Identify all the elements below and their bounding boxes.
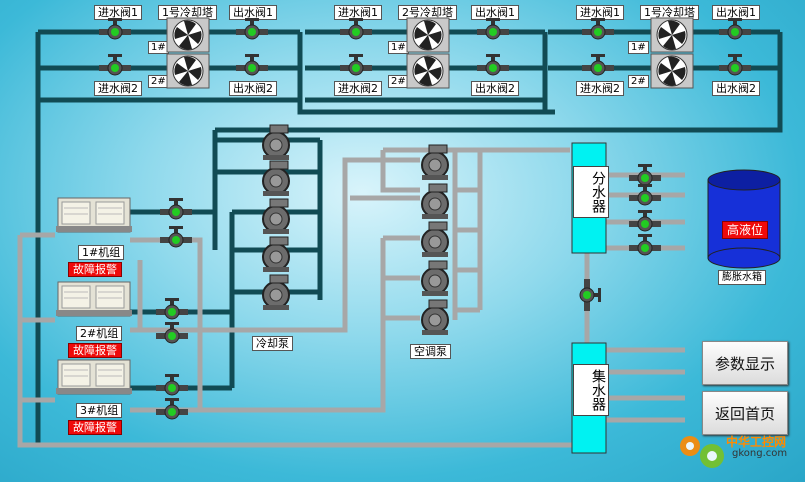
unit-name: 1#机组 bbox=[78, 245, 125, 260]
valve-icon[interactable] bbox=[159, 225, 193, 248]
chilled-water-pipes bbox=[17, 147, 685, 448]
tower-title: 2号冷却塔 bbox=[398, 5, 457, 20]
tower-title: 1号冷却塔 bbox=[158, 5, 217, 20]
valve-icon[interactable] bbox=[581, 17, 615, 40]
fan-icon[interactable] bbox=[650, 53, 694, 89]
fan-icon[interactable] bbox=[166, 53, 210, 89]
fan-icon[interactable] bbox=[406, 53, 450, 89]
fan-2-tag: 2# bbox=[628, 75, 649, 88]
valve-icon[interactable] bbox=[339, 17, 373, 40]
chiller-unit-icon[interactable] bbox=[55, 281, 133, 317]
valve-icon[interactable] bbox=[159, 197, 193, 220]
fan-icon[interactable] bbox=[650, 17, 694, 53]
valve-icon[interactable] bbox=[476, 53, 510, 76]
outlet-valve-2-label: 出水阀2 bbox=[471, 81, 519, 96]
cooling-pump-icon[interactable] bbox=[262, 274, 290, 311]
fan-1-tag: 1# bbox=[628, 41, 649, 54]
valve-icon[interactable] bbox=[718, 17, 752, 40]
fan-icon[interactable] bbox=[166, 17, 210, 53]
ac-pump-icon[interactable] bbox=[421, 183, 449, 220]
valve-icon[interactable] bbox=[628, 183, 662, 206]
alarm-badge: 故障报警 bbox=[68, 420, 122, 435]
valve-icon[interactable] bbox=[628, 209, 662, 232]
valve-icon[interactable] bbox=[339, 53, 373, 76]
alarm-badge: 故障报警 bbox=[68, 262, 122, 277]
ac-pump-icon[interactable] bbox=[421, 299, 449, 336]
outlet-valve-2-label: 出水阀2 bbox=[229, 81, 277, 96]
unit-name: 2#机组 bbox=[76, 326, 123, 341]
valve-icon[interactable] bbox=[155, 373, 189, 396]
inlet-valve-2-label: 进水阀2 bbox=[576, 81, 624, 96]
collector-label: 集水器 bbox=[573, 364, 609, 416]
bypass-valve-icon[interactable] bbox=[579, 278, 602, 312]
ac-pump-icon[interactable] bbox=[421, 144, 449, 181]
ac-pump-label: 空调泵 bbox=[410, 344, 451, 359]
outlet-valve-1-label: 出水阀1 bbox=[229, 5, 277, 20]
valve-icon[interactable] bbox=[235, 17, 269, 40]
chiller-unit-icon[interactable] bbox=[55, 359, 133, 395]
cooling-pump-label: 冷却泵 bbox=[252, 336, 293, 351]
cooling-pump-icon[interactable] bbox=[262, 198, 290, 235]
watermark-site: 中华工控网 bbox=[726, 435, 787, 449]
watermark-url: gkong.com bbox=[732, 448, 788, 459]
inlet-valve-1-label: 进水阀1 bbox=[94, 5, 142, 20]
valve-icon[interactable] bbox=[476, 17, 510, 40]
gear-icon bbox=[680, 436, 724, 468]
valve-icon[interactable] bbox=[155, 321, 189, 344]
chiller-unit-icon[interactable] bbox=[55, 197, 133, 233]
valve-icon[interactable] bbox=[581, 53, 615, 76]
return-home-button[interactable]: 返回首页 bbox=[702, 391, 788, 435]
unit-name: 3#机组 bbox=[76, 403, 123, 418]
valve-icon[interactable] bbox=[155, 397, 189, 420]
valve-icon[interactable] bbox=[155, 297, 189, 320]
inlet-valve-2-label: 进水阀2 bbox=[334, 81, 382, 96]
valve-icon[interactable] bbox=[628, 163, 662, 186]
inlet-valve-2-label: 进水阀2 bbox=[94, 81, 142, 96]
high-level-alarm: 高液位 bbox=[722, 221, 769, 239]
valve-icon[interactable] bbox=[98, 53, 132, 76]
cooling-pump-icon[interactable] bbox=[262, 124, 290, 161]
valve-icon[interactable] bbox=[718, 53, 752, 76]
cooling-pump-icon[interactable] bbox=[262, 236, 290, 273]
outlet-valve-2-label: 出水阀2 bbox=[712, 81, 760, 96]
valve-icon[interactable] bbox=[98, 17, 132, 40]
valve-icon[interactable] bbox=[235, 53, 269, 76]
expansion-tank-label: 膨胀水箱 bbox=[718, 270, 766, 285]
params-display-button[interactable]: 参数显示 bbox=[702, 341, 788, 385]
ac-pump-icon[interactable] bbox=[421, 221, 449, 258]
outlet-valve-1-label: 出水阀1 bbox=[471, 5, 519, 20]
ac-pump-icon[interactable] bbox=[421, 260, 449, 297]
fan-icon[interactable] bbox=[406, 17, 450, 53]
cooling-pump-icon[interactable] bbox=[262, 160, 290, 197]
distributor-label: 分水器 bbox=[573, 166, 609, 218]
valve-icon[interactable] bbox=[628, 233, 662, 256]
expansion-tank-icon bbox=[707, 169, 781, 269]
alarm-badge: 故障报警 bbox=[68, 343, 122, 358]
